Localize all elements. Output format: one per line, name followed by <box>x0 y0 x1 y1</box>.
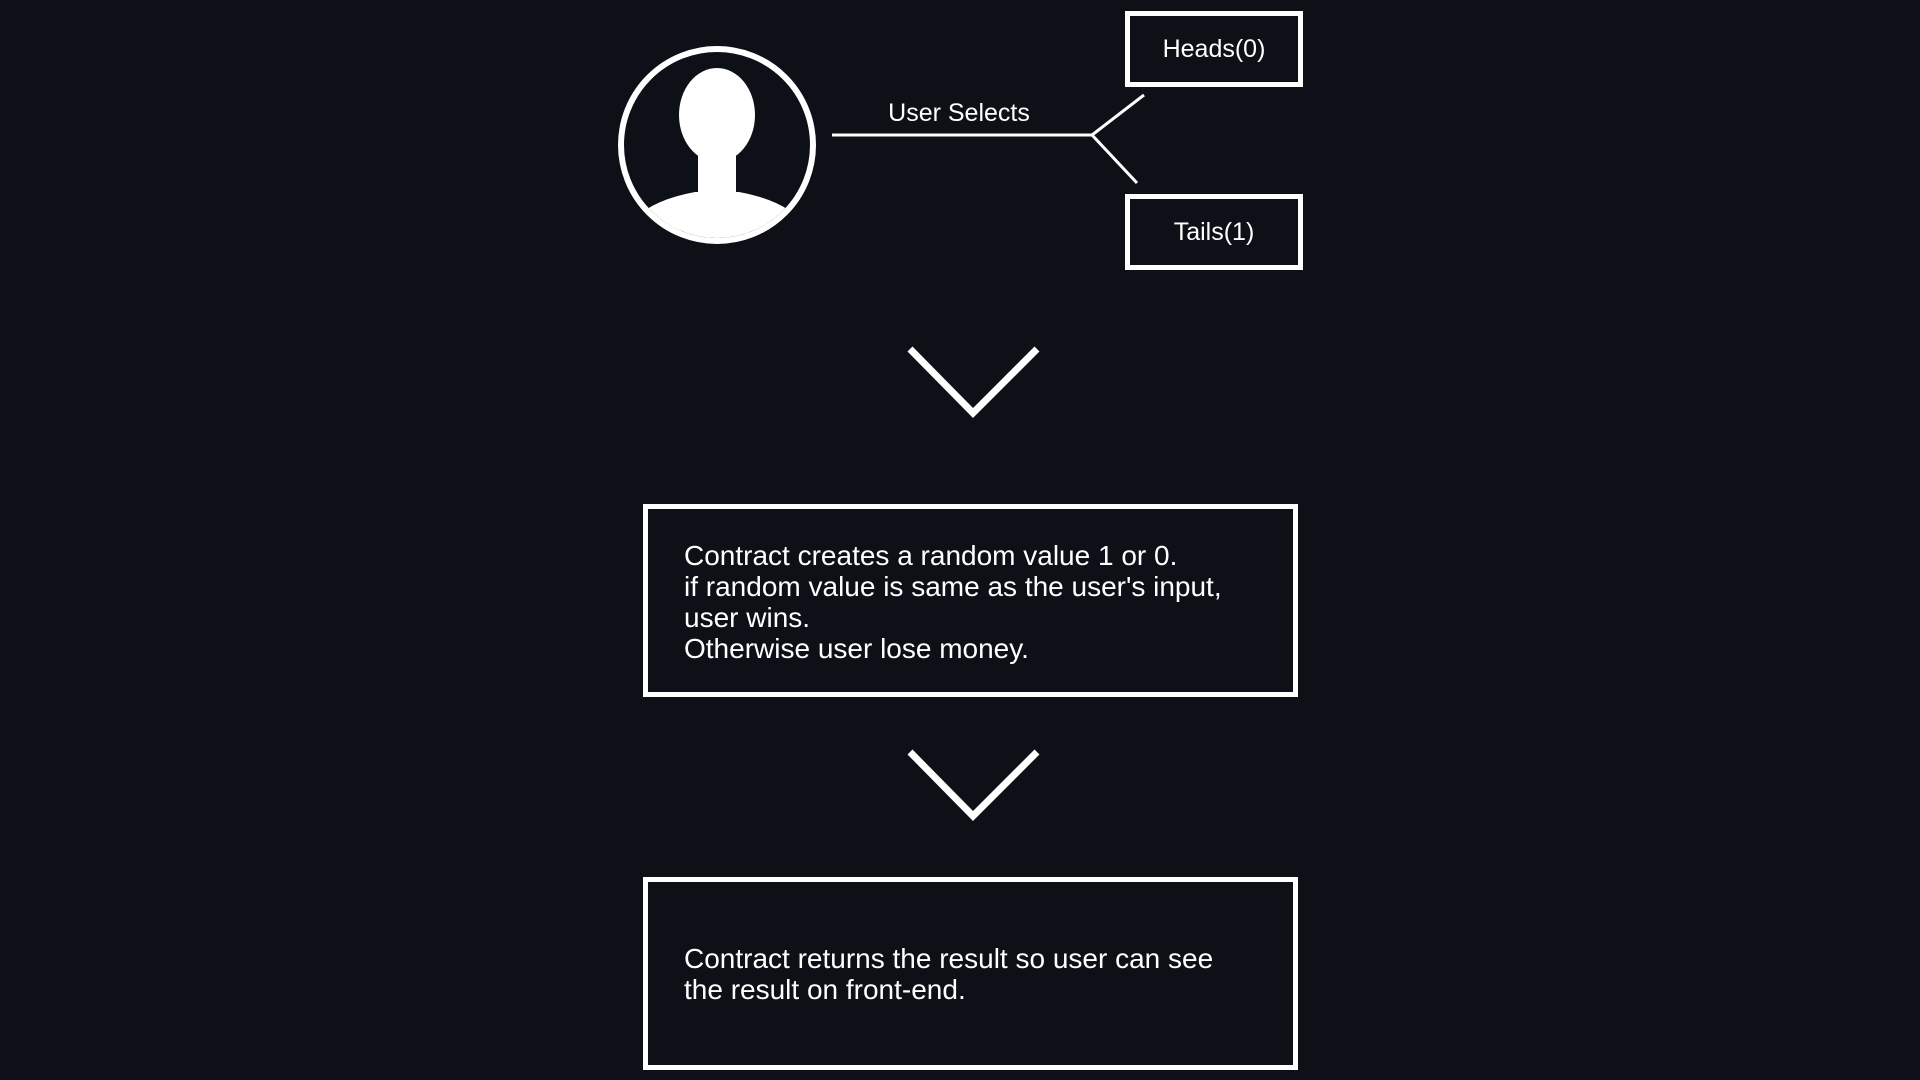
tails-option-label: Tails(1) <box>1173 217 1255 246</box>
chevron-down-icon <box>907 346 1040 418</box>
user-avatar-icon <box>618 46 816 244</box>
tails-option-box: Tails(1) <box>1125 194 1303 270</box>
step1-line: Contract creates a random value 1 or 0. <box>684 540 1178 571</box>
random-value-step-box: Contract creates a random value 1 or 0. … <box>643 504 1298 697</box>
step2-text: Contract returns the result so user can … <box>684 943 1213 1005</box>
step2-line: the result on front-end. <box>684 973 966 1005</box>
step1-line: if random value is same as the user's in… <box>684 571 1222 602</box>
heads-option-label: Heads(0) <box>1162 34 1266 63</box>
step1-line: Otherwise user lose money. <box>684 633 1029 664</box>
heads-option-box: Heads(0) <box>1125 11 1303 87</box>
user-selects-connector <box>832 93 1145 185</box>
chevron-down-icon <box>907 749 1040 821</box>
step1-line: user wins. <box>684 602 811 633</box>
return-result-step-box: Contract returns the result so user can … <box>643 877 1298 1070</box>
connector-label: User Selects <box>888 99 1030 127</box>
step2-line: Contract returns the result so user can … <box>684 942 1214 974</box>
